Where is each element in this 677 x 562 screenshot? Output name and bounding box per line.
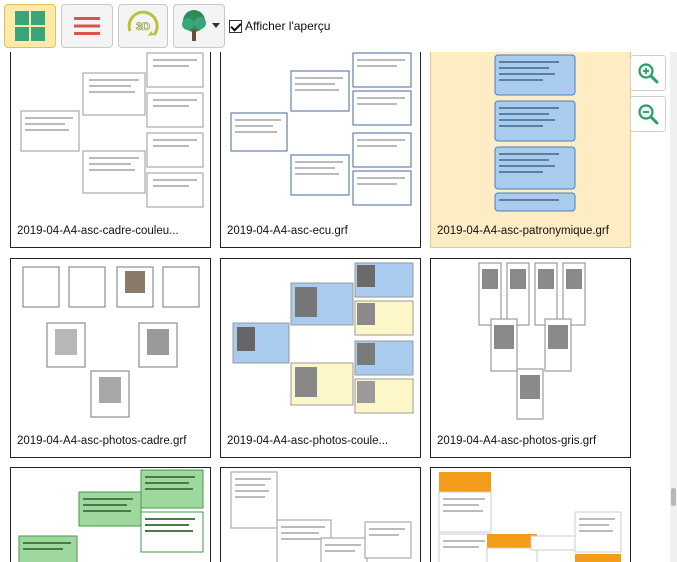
template-grid: 2019-04-A4-asc-cadre-couleu... bbox=[0, 52, 670, 562]
grid-view-icon bbox=[15, 11, 45, 41]
show-preview-checkbox[interactable] bbox=[229, 19, 242, 33]
template-tile[interactable] bbox=[220, 467, 421, 562]
show-preview-toggle[interactable]: Afficher l'aperçu bbox=[229, 19, 330, 33]
template-thumbnail bbox=[15, 52, 206, 213]
template-thumbnail bbox=[435, 52, 626, 213]
template-thumbnail bbox=[225, 52, 416, 213]
zoom-in-icon bbox=[638, 63, 659, 84]
list-view-button[interactable] bbox=[61, 4, 113, 48]
zoom-out-icon bbox=[638, 104, 659, 125]
template-tile[interactable] bbox=[430, 467, 631, 562]
3d-view-button[interactable]: 3D bbox=[118, 4, 168, 48]
template-label: 2019-04-A4-asc-patronymique.grf bbox=[437, 225, 609, 237]
tree-view-button[interactable] bbox=[173, 4, 225, 48]
template-thumbnail bbox=[225, 468, 416, 562]
template-tile[interactable]: 2019-04-A4-asc-patronymique.grf bbox=[430, 52, 631, 248]
template-label: 2019-04-A4-asc-ecu.grf bbox=[227, 225, 348, 237]
list-view-icon bbox=[74, 17, 100, 35]
grid-view-button[interactable] bbox=[4, 4, 56, 48]
template-thumbnail bbox=[15, 468, 206, 562]
vertical-scrollbar[interactable] bbox=[670, 52, 677, 562]
template-thumbnail bbox=[435, 468, 626, 562]
3d-icon: 3D bbox=[127, 10, 159, 36]
toolbar: 3D Afficher l'aperçu bbox=[0, 0, 677, 52]
template-tile[interactable]: 2019-04-A4-asc-cadre-couleu... bbox=[10, 52, 211, 248]
template-thumbnail bbox=[225, 259, 416, 421]
template-label: 2019-04-A4-asc-photos-coule... bbox=[227, 435, 389, 447]
svg-text:3D: 3D bbox=[136, 21, 150, 33]
template-tile[interactable]: 2019-04-A4-asc-photos-coule... bbox=[220, 258, 421, 458]
template-tile[interactable]: 2019-04-A4-asc-ecu.grf bbox=[220, 52, 421, 248]
zoom-in-button[interactable] bbox=[630, 55, 666, 91]
tree-icon bbox=[182, 10, 206, 41]
template-tile[interactable]: 2019-04-A4-asc-photos-gris.grf bbox=[430, 258, 631, 458]
show-preview-label: Afficher l'aperçu bbox=[245, 19, 331, 33]
dropdown-arrow-icon[interactable] bbox=[212, 23, 220, 29]
scrollbar-thumb[interactable] bbox=[671, 488, 676, 506]
zoom-out-button[interactable] bbox=[630, 96, 666, 132]
template-thumbnail bbox=[15, 259, 206, 421]
template-label: 2019-04-A4-asc-photos-cadre.grf bbox=[17, 435, 187, 447]
template-tile[interactable]: 2019-04-A4-asc-photos-cadre.grf bbox=[10, 258, 211, 458]
template-thumbnail bbox=[435, 259, 626, 421]
template-label: 2019-04-A4-asc-photos-gris.grf bbox=[437, 435, 597, 447]
template-tile[interactable] bbox=[10, 467, 211, 562]
template-label: 2019-04-A4-asc-cadre-couleu... bbox=[17, 225, 179, 237]
